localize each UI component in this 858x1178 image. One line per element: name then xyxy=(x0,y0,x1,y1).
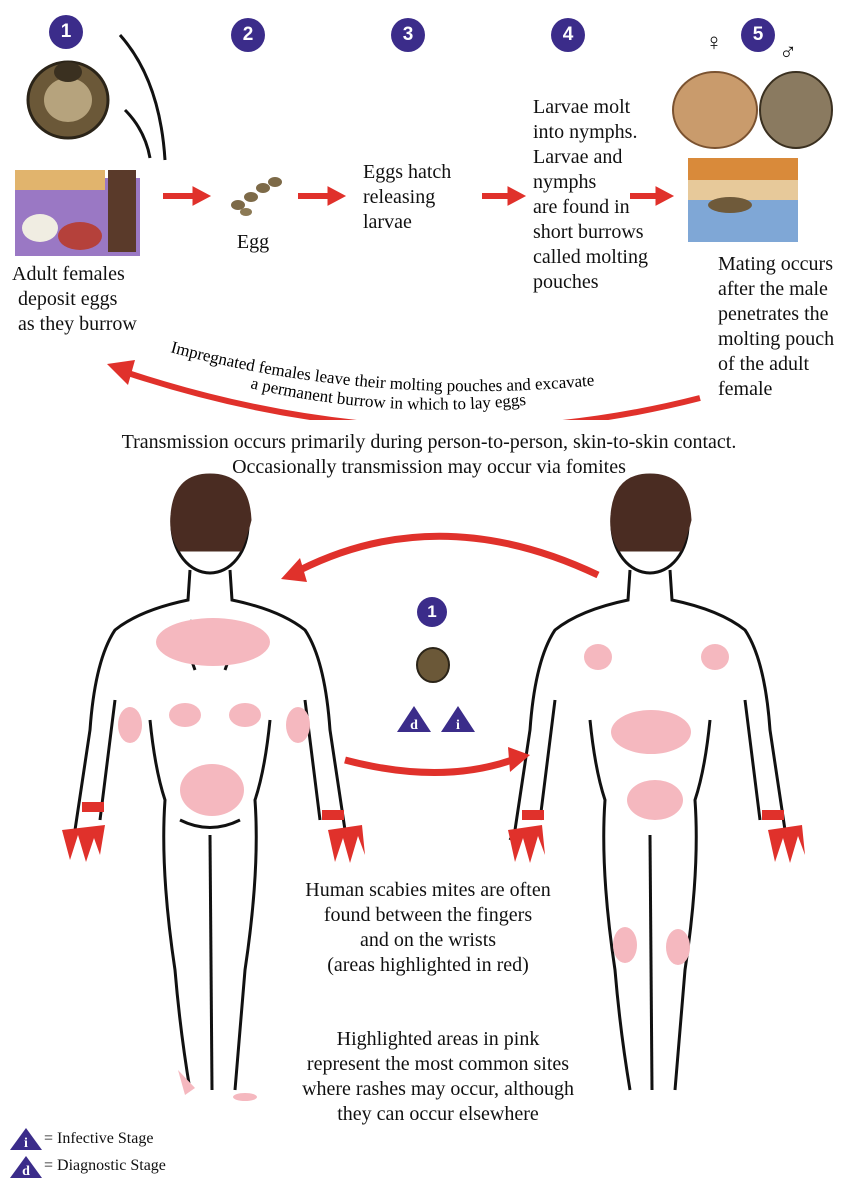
larvae-molt-line: pouches xyxy=(533,270,648,295)
fingers-wrists-text: Human scabies mites are often found betw… xyxy=(268,878,588,978)
molting-pouch-image xyxy=(688,158,798,242)
cycle-arrow-text-1: Impregnated females leave their molting … xyxy=(169,338,595,396)
larvae-molt-line: nymphs xyxy=(533,170,648,195)
legend-infective-text: = Infective Stage xyxy=(44,1130,153,1148)
infective-letter: i xyxy=(456,718,460,733)
diagnostic-letter: d xyxy=(410,718,418,733)
larvae-molt-line: short burrows xyxy=(533,220,648,245)
larvae-molt-line: Larvae molt xyxy=(533,95,648,120)
mating-line: molting pouch xyxy=(718,327,834,352)
larvae-molt-line: Larvae and xyxy=(533,145,648,170)
burrow-motion-line-2 xyxy=(125,110,150,158)
burrow-motion-line xyxy=(120,35,165,160)
legend-infective-letter: i xyxy=(24,1136,28,1151)
egg-label: Egg xyxy=(223,230,283,255)
fingers-wrists-line: Human scabies mites are often xyxy=(268,878,588,903)
adult-females-line: Adult females xyxy=(12,262,162,287)
eggs-hatch-line: larvae xyxy=(363,210,451,235)
mating-line: of the adult xyxy=(718,352,834,377)
adult-mite-image xyxy=(28,62,108,138)
skin-cross-section-image xyxy=(15,170,140,256)
center-mite-image xyxy=(417,648,449,682)
mating-line: Mating occurs xyxy=(718,252,834,277)
male-mite-image xyxy=(760,72,832,148)
mating-line: penetrates the xyxy=(718,302,834,327)
legend-diagnostic-letter: d xyxy=(22,1164,30,1178)
pink-areas-line: they can occur elsewhere xyxy=(258,1102,618,1127)
pink-areas-line: Highlighted areas in pink xyxy=(258,1027,618,1052)
transmission-line: Transmission occurs primarily during per… xyxy=(0,430,858,455)
eggs-hatch-line: Eggs hatch xyxy=(363,160,451,185)
pink-areas-text: Highlighted areas in pink represent the … xyxy=(258,1027,618,1127)
eggs-hatch-line: releasing xyxy=(363,185,451,210)
mating-line: after the male xyxy=(718,277,834,302)
adult-females-label: Adult females deposit eggs as they burro… xyxy=(12,262,162,337)
larvae-molt-line: are found in xyxy=(533,195,648,220)
larvae-molt-line: into nymphs. xyxy=(533,120,648,145)
infective-stage-badge: i xyxy=(441,706,475,733)
fingers-wrists-line: found between the fingers xyxy=(268,903,588,928)
center-stage-1-badge: 1 xyxy=(417,597,447,627)
female-mite-image xyxy=(673,72,757,148)
adult-females-line: as they burrow xyxy=(12,312,162,337)
fingers-wrists-line: and on the wrists xyxy=(268,928,588,953)
eggs-hatch-label: Eggs hatch releasing larvae xyxy=(363,160,451,235)
eggs-image xyxy=(231,177,282,216)
larvae-molt-label: Larvae molt into nymphs. Larvae and nymp… xyxy=(533,95,648,295)
pink-areas-line: where rashes may occur, although xyxy=(258,1077,618,1102)
fingers-wrists-line: (areas highlighted in red) xyxy=(268,953,588,978)
human-figures: d i xyxy=(0,470,858,1110)
mating-line: female xyxy=(718,377,834,402)
pink-areas-line: represent the most common sites xyxy=(258,1052,618,1077)
legend-diagnostic-text: = Diagnostic Stage xyxy=(44,1157,166,1175)
diagnostic-stage-badge: d xyxy=(397,706,431,733)
adult-females-line: deposit eggs xyxy=(12,287,162,312)
larvae-molt-line: called molting xyxy=(533,245,648,270)
mating-label: Mating occurs after the male penetrates … xyxy=(718,252,834,402)
